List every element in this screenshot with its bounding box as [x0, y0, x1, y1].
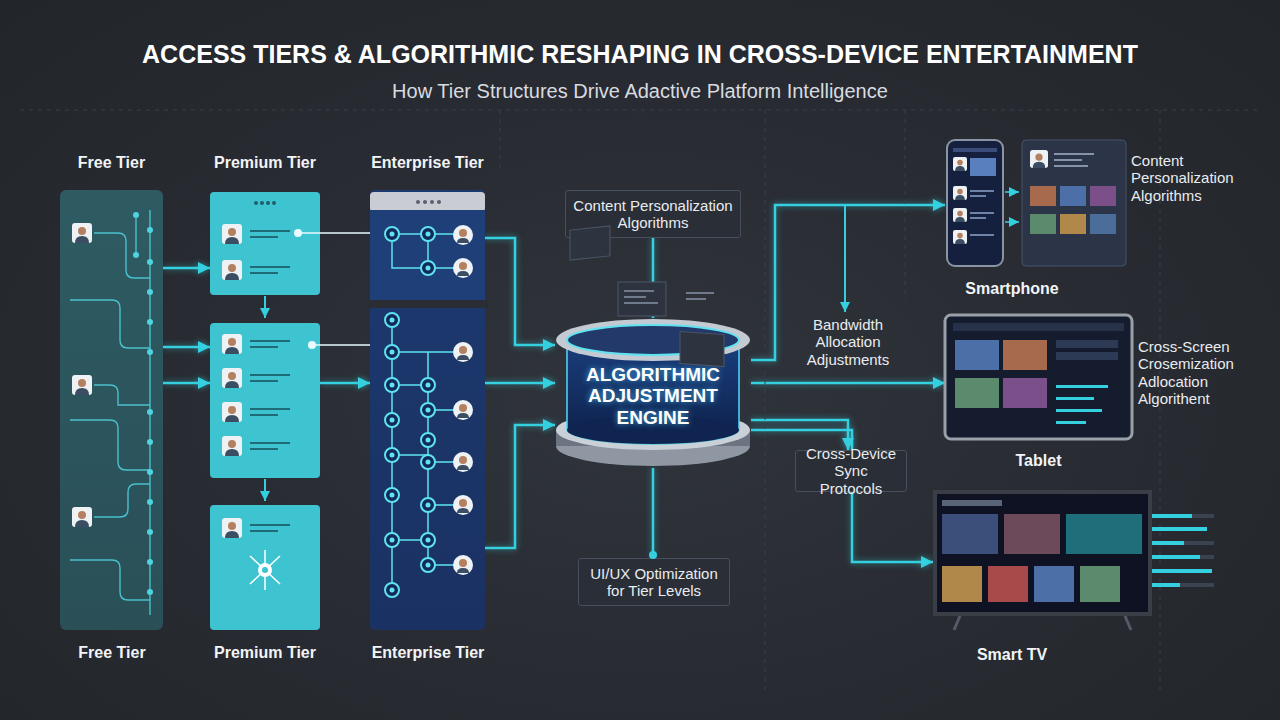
- tablet-illustration: [945, 315, 1132, 439]
- tier-heading: Premium Tier: [170, 154, 360, 172]
- annotation-label: Bandwidth Allocation Adjustments: [783, 316, 913, 368]
- device-label: Smartphone: [881, 280, 1143, 298]
- engine-cylinder: ALGORITHMIC ADJUSTMENT ENGINE: [555, 318, 751, 468]
- premium-cards: [210, 192, 370, 630]
- callout-box: Cross-Device Sync Protocols: [795, 450, 907, 492]
- annotation-label: Cross-Screen Crosemization Adlocation Al…: [1138, 338, 1256, 407]
- tier-heading: Enterprise Tier: [330, 154, 525, 172]
- device-screen: Smartphone: [945, 138, 1127, 268]
- node-text: UI/UX Optimization for Tier Levels: [585, 565, 723, 600]
- connector: [485, 382, 555, 385]
- connector: [163, 267, 210, 270]
- connector: [320, 382, 370, 385]
- tier-heading: Free Tier: [20, 154, 203, 172]
- annotation-label: Free Tier: [52, 644, 172, 662]
- connector: [751, 430, 933, 562]
- connector: [163, 346, 210, 349]
- annotation-label: Content Personalization Algorithms: [1131, 152, 1253, 204]
- connector: [485, 425, 555, 548]
- tv-illustration: [935, 492, 1214, 630]
- callout-box: Content Personalization Algorithms: [565, 190, 741, 238]
- annotation-label: Premium Tier: [195, 644, 335, 662]
- bandwidth-arrow: [844, 205, 846, 312]
- diagram-subtitle: How Tier Structures Drive Adactive Platf…: [0, 80, 1280, 103]
- connector: [652, 468, 655, 558]
- smartphone-illustration: [947, 140, 1126, 266]
- grid-lines: [20, 110, 1260, 690]
- node-text: Cross-Device Sync Protocols: [802, 445, 900, 497]
- device-screen: Tablet: [945, 315, 1132, 440]
- device-label: Smart TV: [863, 646, 1161, 664]
- callout-box: UI/UX Optimization for Tier Levels: [578, 558, 730, 606]
- tier-column: Premium Tier: [210, 190, 320, 630]
- node-text: Content Personalization Algorithms: [572, 197, 734, 232]
- connector: [751, 382, 945, 385]
- annotation-label: Enterprise Tier: [353, 644, 503, 662]
- diagram-title: ACCESS TIERS & ALGORITHMIC RESHAPING IN …: [0, 40, 1280, 69]
- device-screen: Smart TV: [933, 490, 1151, 618]
- connector: [485, 238, 555, 345]
- tier-column: Enterprise Tier: [370, 190, 485, 630]
- device-label: Tablet: [905, 452, 1172, 470]
- engine-label: ALGORITHMIC ADJUSTMENT ENGINE: [573, 358, 733, 428]
- connector: [652, 238, 655, 318]
- tier-column: Free Tier: [60, 190, 163, 630]
- connector: [163, 382, 210, 385]
